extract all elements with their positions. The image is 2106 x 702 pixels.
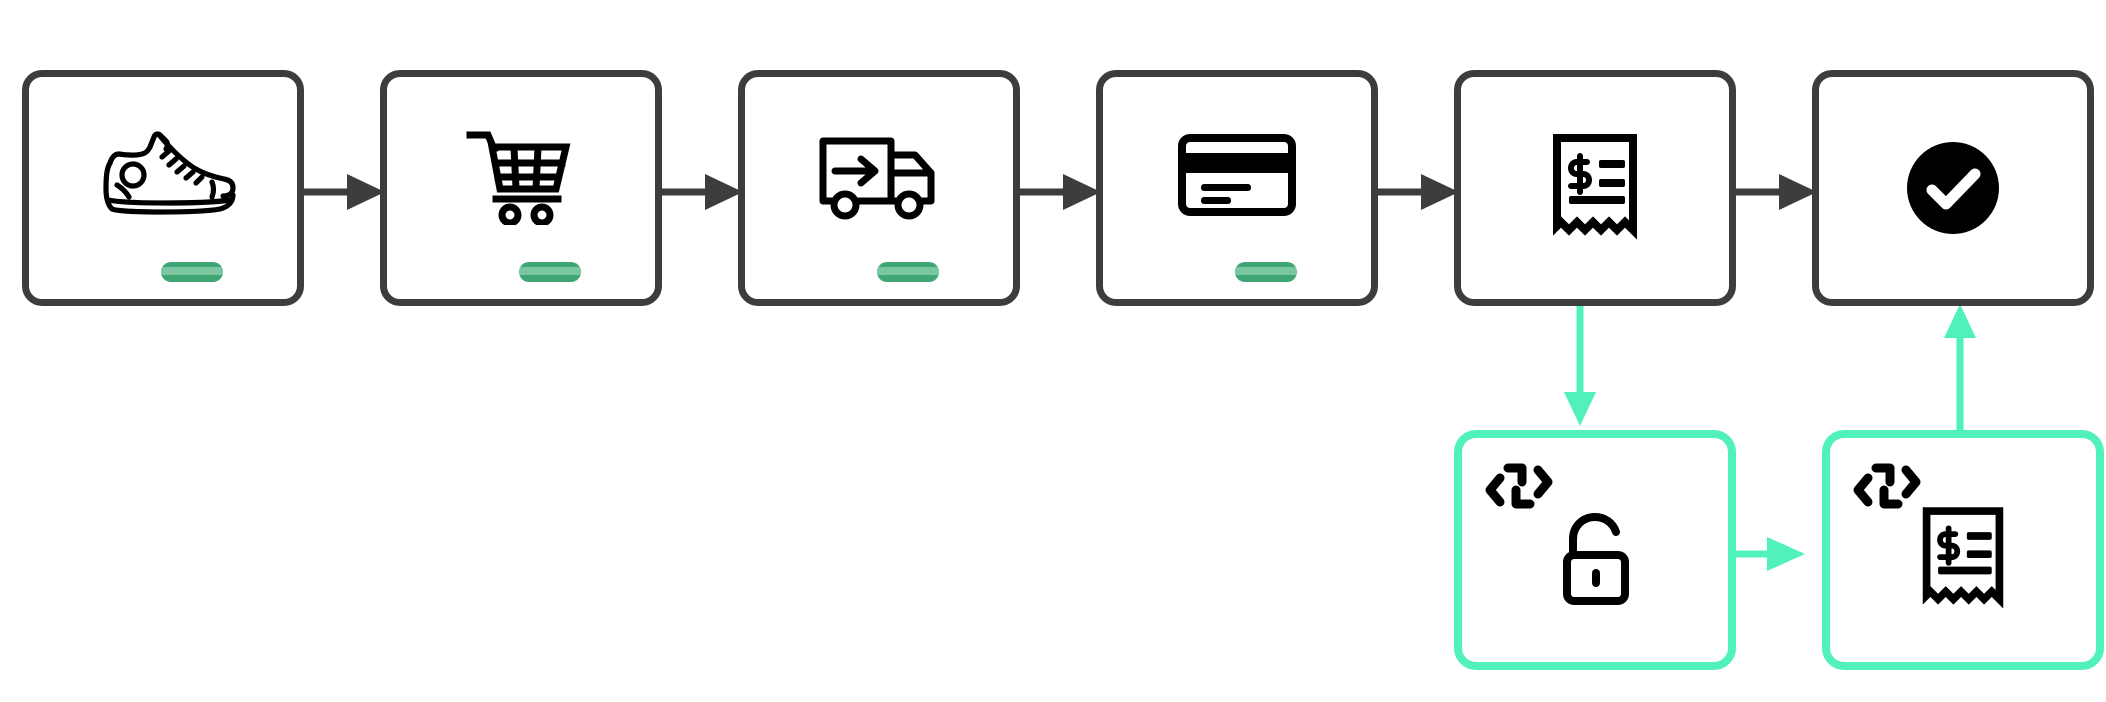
shopping-cart-icon [466,125,576,225]
arrow-cart-to-shipping [661,168,751,216]
code-icon [1852,456,1922,516]
unlock-icon [1547,507,1643,611]
arrow-receipt-to-authorize [1560,300,1600,430]
status-pill [519,262,581,282]
delivery-truck-icon [817,129,941,221]
sneaker-icon [88,127,238,223]
receipt-icon [1917,505,2009,613]
arrow-product-to-cart [303,168,393,216]
step-card-cart[interactable] [380,70,662,306]
status-pill [161,262,223,282]
step-card-product[interactable] [22,70,304,306]
status-pill [1235,262,1297,282]
credit-card-icon [1177,130,1297,220]
api-card-authorize[interactable] [1454,430,1736,670]
check-circle-icon [1901,136,2005,240]
step-card-shipping[interactable] [738,70,1020,306]
step-card-receipt[interactable] [1454,70,1736,306]
receipt-icon [1547,132,1643,244]
arrow-receipt-to-confirmation [1735,168,1825,216]
step-card-payment[interactable] [1096,70,1378,306]
status-pill [877,262,939,282]
arrow-payment-to-receipt [1377,168,1467,216]
api-card-custom-receipt[interactable] [1822,430,2104,670]
arrow-custom-receipt-to-confirmation [1940,300,1980,430]
code-icon [1484,456,1554,516]
step-card-confirmation[interactable] [1812,70,2094,306]
arrow-shipping-to-payment [1019,168,1109,216]
